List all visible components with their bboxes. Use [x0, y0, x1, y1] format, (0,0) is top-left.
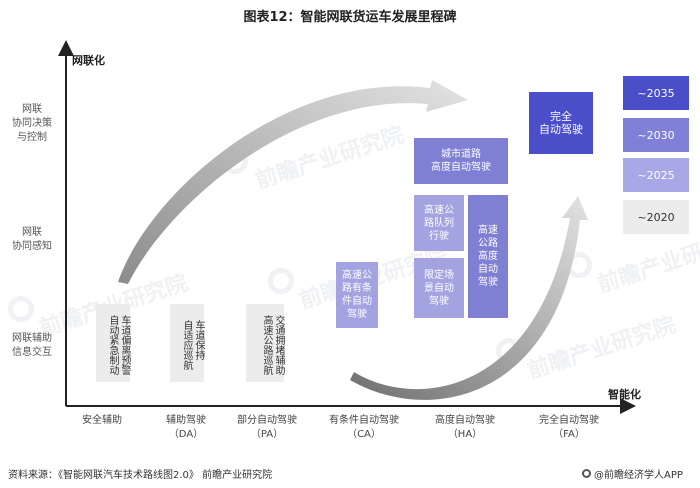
milestone-full-auto: 完全 自动驾驶 [529, 92, 593, 154]
watermark-logo [268, 268, 294, 294]
x-level-code: （CA） [347, 429, 381, 440]
legend-label: ~2035 [637, 86, 675, 100]
x-axis-label: 智能化 [608, 388, 641, 401]
x-level-label: 安全辅助 [62, 414, 142, 428]
x-level-name: 完全自动驾驶 [539, 415, 599, 426]
milestone-platoon: 高速公 路队列 行驶 [414, 195, 464, 251]
y-level-label: 网联 协同决策 与控制 [12, 104, 52, 143]
legend-label: ~2020 [637, 210, 675, 224]
milestone-partial-auto: 交通拥堵辅助 高速公路巡航 [246, 304, 284, 382]
legend-label: ~2025 [637, 168, 675, 182]
x-level-name: 安全辅助 [82, 415, 122, 426]
milestone-limited-scene: 限定场 景自动 驾驶 [414, 258, 464, 318]
legend-2020: ~2020 [623, 200, 689, 234]
x-level-code: （HA） [447, 429, 483, 440]
legend-label: ~2030 [637, 128, 675, 142]
brand-credit-text: @前瞻经济学人APP [594, 470, 683, 481]
x-level-code: （DA） [168, 429, 204, 440]
x-level-name: 部分自动驾驶 [237, 415, 297, 426]
milestone-safety-assist: 车道偏离预警 自动紧急制动 [96, 304, 130, 382]
y-level-label: 网联辅助 信息交互 [12, 333, 52, 358]
milestone-driver-assist: 车道保持 自适应巡航 [170, 304, 204, 382]
legend-2035: ~2035 [623, 76, 689, 110]
chart-title: 图表12：智能网联货运车发展里程碑 [243, 10, 457, 25]
x-level-label: 辅助驾驶 （DA） [146, 414, 226, 442]
milestone-city-road: 城市道路 高度自动驾驶 [414, 138, 508, 184]
x-level-name: 有条件自动驾驶 [329, 415, 399, 426]
brand-logo-icon [582, 469, 591, 478]
x-level-name: 辅助驾驶 [166, 415, 206, 426]
x-level-name: 高度自动驾驶 [435, 415, 495, 426]
milestone-highway-high-auto: 高速 公路 高度 自动 驾驶 [468, 195, 508, 318]
x-level-label: 完全自动驾驶 （FA） [524, 414, 614, 442]
x-level-code: （PA） [250, 429, 284, 440]
y-level-label: 网联 协同感知 [12, 227, 52, 252]
y-axis-label: 网联化 [72, 54, 105, 67]
x-level-label: 部分自动驾驶 （PA） [222, 414, 312, 442]
brand-credit: @前瞻经济学人APP [582, 466, 683, 481]
legend-2030: ~2030 [623, 118, 689, 152]
upper-arc-arrow [118, 80, 468, 284]
milestone-highway-conditional: 高速公 路有条 件自动 驾驶 [336, 262, 378, 328]
lower-arc-arrow [350, 196, 588, 400]
x-level-code: （FA） [553, 429, 585, 440]
watermark-logo [8, 296, 34, 322]
x-level-label: 有条件自动驾驶 （CA） [314, 414, 414, 442]
x-level-label: 高度自动驾驶 （HA） [420, 414, 510, 442]
legend-2025: ~2025 [623, 158, 689, 192]
source-note: 资料来源：《智能网联汽车技术路线图2.0》 前瞻产业研究院 [8, 470, 273, 481]
